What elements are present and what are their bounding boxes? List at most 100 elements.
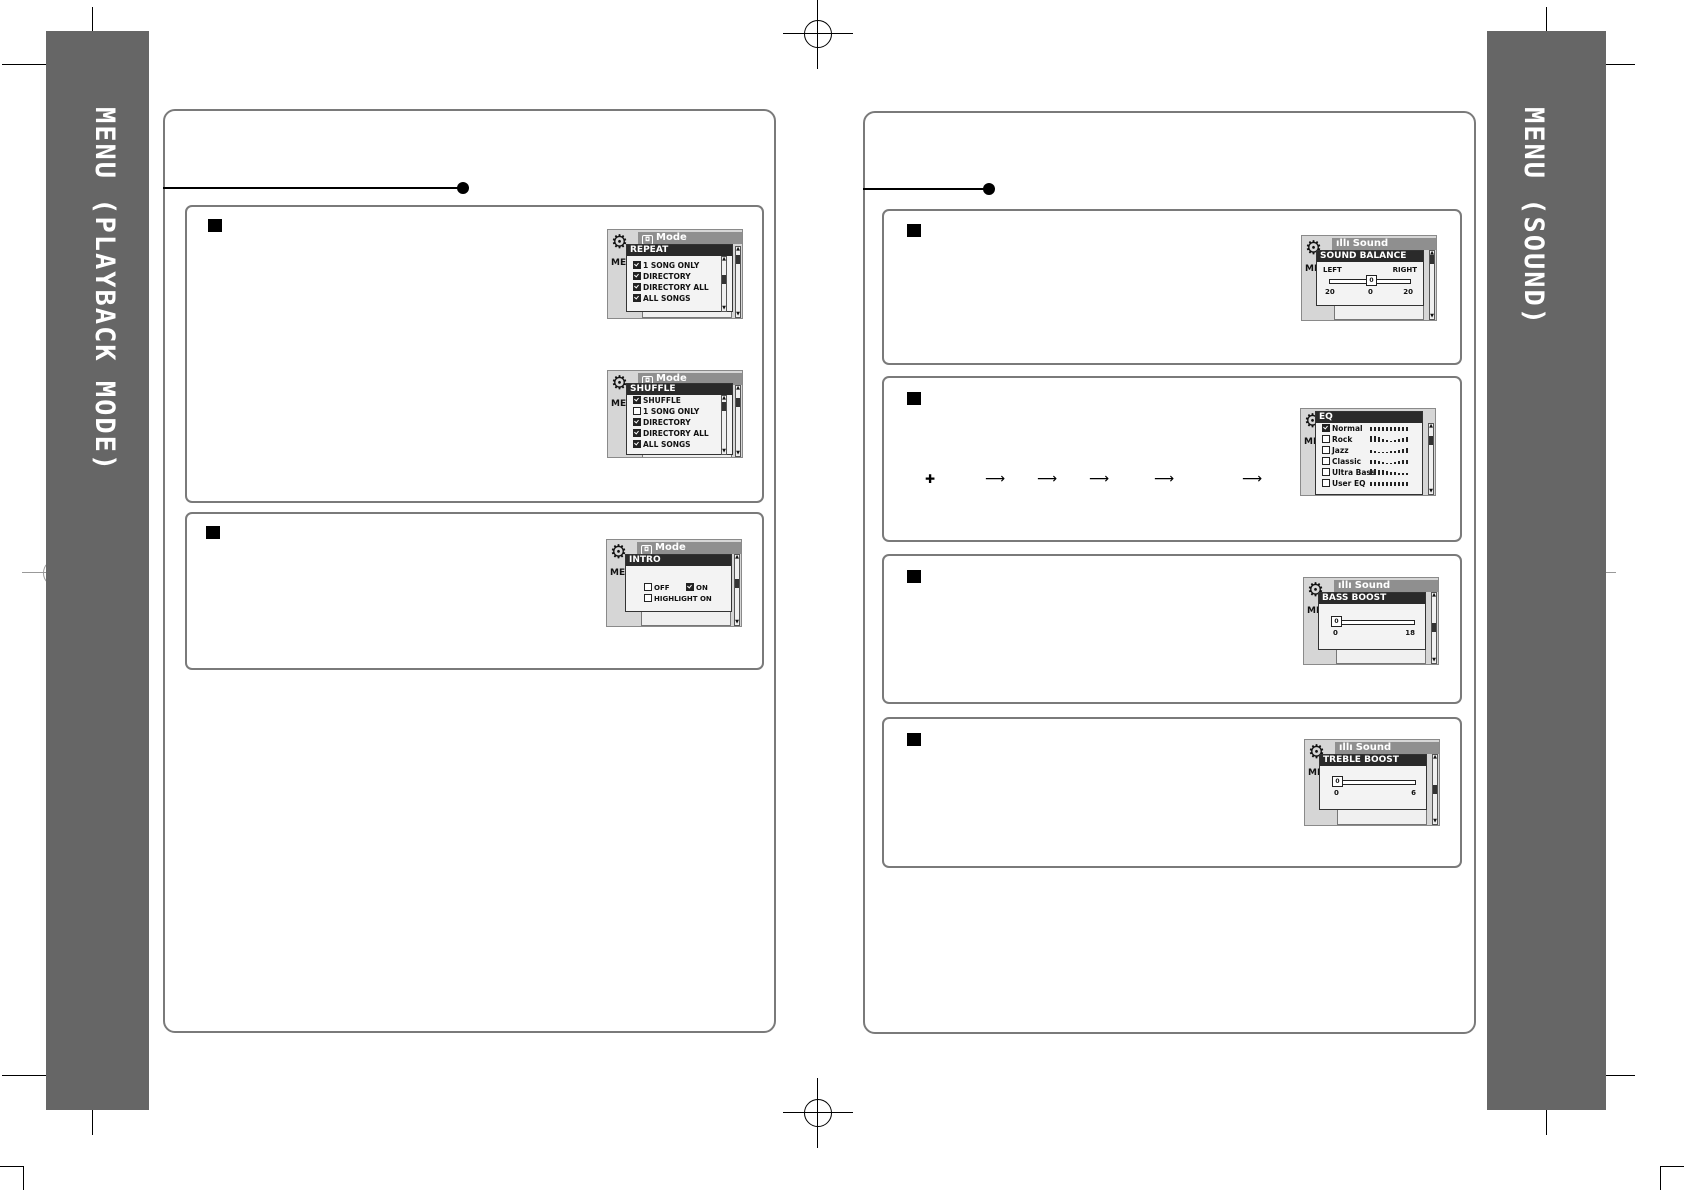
checkbox[interactable] bbox=[686, 583, 694, 591]
treble-slider-track[interactable] bbox=[1332, 780, 1416, 785]
scroll-thumb[interactable] bbox=[736, 398, 740, 407]
sound-balance-popup: SOUND BALANCE LEFT RIGHT 0 20 0 20 bbox=[1316, 250, 1424, 306]
checkbox[interactable] bbox=[1322, 457, 1330, 465]
option-directory[interactable]: DIRECTORY bbox=[627, 271, 732, 282]
checkbox[interactable] bbox=[633, 261, 641, 269]
menu-label: MEI bbox=[611, 258, 630, 268]
scroll-up-arrow-icon[interactable]: ▲ bbox=[1433, 754, 1437, 760]
repeat-popup: REPEAT 1 SONG ONLY DIRECTORY DIRECTORY A… bbox=[626, 244, 733, 312]
option-label: Classic bbox=[1332, 457, 1362, 466]
popup-title: EQ bbox=[1316, 412, 1422, 423]
outer-scrollbar[interactable]: ▲▼ bbox=[1432, 754, 1438, 825]
eq-screen: ⚙ ME EQ Normal Rock Jazz Classic Ultra B… bbox=[1300, 408, 1436, 496]
treble-slider-knob[interactable]: 0 bbox=[1332, 776, 1343, 787]
option-all-songs[interactable]: ALL SONGS bbox=[627, 439, 732, 450]
scroll-up-arrow-icon[interactable]: ▲ bbox=[735, 554, 739, 560]
registration-mark-top bbox=[783, 0, 853, 69]
checkbox[interactable] bbox=[633, 418, 641, 426]
scroll-thumb[interactable] bbox=[722, 275, 726, 284]
sub-card bbox=[1336, 648, 1426, 664]
checkbox[interactable] bbox=[633, 407, 641, 415]
eq-option-classic[interactable]: Classic bbox=[1316, 456, 1422, 467]
scroll-down-arrow-icon[interactable]: ▼ bbox=[1430, 313, 1434, 319]
scroll-down-arrow-icon[interactable]: ▼ bbox=[1432, 657, 1436, 663]
checkbox[interactable] bbox=[1322, 424, 1330, 432]
scroll-down-arrow-icon[interactable]: ▼ bbox=[722, 448, 726, 454]
outer-scrollbar[interactable]: ▲▼ bbox=[734, 554, 740, 626]
crop-mark bbox=[23, 1166, 24, 1190]
checkbox[interactable] bbox=[633, 440, 641, 448]
checkbox[interactable] bbox=[633, 272, 641, 280]
outer-scrollbar[interactable]: ▲▼ bbox=[1431, 592, 1437, 664]
bass-slider-knob[interactable]: 0 bbox=[1331, 616, 1342, 627]
checkbox[interactable] bbox=[644, 583, 652, 591]
checkbox[interactable] bbox=[1322, 479, 1330, 487]
balance-slider-knob[interactable]: 0 bbox=[1366, 275, 1377, 286]
checkbox[interactable] bbox=[644, 594, 652, 602]
option-directory[interactable]: DIRECTORY bbox=[627, 417, 732, 428]
option-1-song-only[interactable]: 1 SONG ONLY bbox=[627, 260, 732, 271]
eq-option-rock[interactable]: Rock bbox=[1316, 434, 1422, 445]
scrollbar[interactable]: ▲▼ bbox=[721, 395, 727, 455]
eq-option-normal[interactable]: Normal bbox=[1316, 423, 1422, 434]
option-off[interactable]: OFF bbox=[644, 583, 670, 592]
checkbox[interactable] bbox=[1322, 435, 1330, 443]
scroll-up-arrow-icon[interactable]: ▲ bbox=[1429, 423, 1433, 429]
scroll-up-arrow-icon[interactable]: ▲ bbox=[722, 395, 726, 401]
eq-curve-icon bbox=[1370, 469, 1408, 475]
scroll-up-arrow-icon[interactable]: ▲ bbox=[736, 246, 740, 252]
outer-scrollbar[interactable]: ▲▼ bbox=[735, 385, 741, 457]
option-shuffle[interactable]: SHUFFLE bbox=[627, 395, 732, 406]
sub-card bbox=[1334, 304, 1424, 320]
scroll-thumb[interactable] bbox=[736, 255, 740, 264]
bass-slider-track[interactable] bbox=[1331, 620, 1415, 625]
scroll-down-arrow-icon[interactable]: ▼ bbox=[736, 450, 740, 456]
outer-scrollbar[interactable]: ▲▼ bbox=[1429, 250, 1435, 320]
scroll-down-arrow-icon[interactable]: ▼ bbox=[1429, 488, 1433, 494]
scroll-down-arrow-icon[interactable]: ▼ bbox=[736, 311, 740, 317]
checkbox[interactable] bbox=[633, 396, 641, 404]
scroll-thumb[interactable] bbox=[735, 579, 739, 588]
option-label: OFF bbox=[654, 584, 670, 592]
eq-curve-icon bbox=[1370, 458, 1408, 464]
outer-scrollbar[interactable]: ▲▼ bbox=[1428, 423, 1434, 495]
scroll-up-arrow-icon[interactable]: ▲ bbox=[736, 385, 740, 391]
checkbox[interactable] bbox=[1322, 446, 1330, 454]
outer-scrollbar[interactable]: ▲▼ bbox=[735, 246, 741, 318]
scroll-thumb[interactable] bbox=[722, 402, 726, 411]
checkbox[interactable] bbox=[1322, 468, 1330, 476]
scroll-down-arrow-icon[interactable]: ▼ bbox=[722, 305, 726, 311]
left-heading-rule bbox=[163, 187, 461, 189]
option-1-song-only[interactable]: 1 SONG ONLY bbox=[627, 406, 732, 417]
checkbox[interactable] bbox=[633, 429, 641, 437]
option-all-songs[interactable]: ALL SONGS bbox=[627, 293, 732, 304]
checkbox[interactable] bbox=[633, 283, 641, 291]
arrow-right-icon: ⟶ bbox=[985, 471, 1006, 487]
scroll-up-arrow-icon[interactable]: ▲ bbox=[722, 256, 726, 262]
scroll-up-arrow-icon[interactable]: ▲ bbox=[1430, 250, 1434, 256]
scrollbar[interactable]: ▲▼ bbox=[721, 256, 727, 312]
scroll-thumb[interactable] bbox=[1432, 623, 1436, 632]
scroll-thumb[interactable] bbox=[1430, 255, 1434, 264]
checkbox[interactable] bbox=[633, 294, 641, 302]
option-highlight-on[interactable]: HIGHLIGHT ON bbox=[644, 594, 712, 603]
option-directory-all[interactable]: DIRECTORY ALL bbox=[627, 428, 732, 439]
scroll-thumb[interactable] bbox=[1429, 436, 1433, 445]
crop-mark bbox=[0, 1166, 24, 1167]
option-directory-all[interactable]: DIRECTORY ALL bbox=[627, 282, 732, 293]
scroll-up-arrow-icon[interactable]: ▲ bbox=[1432, 592, 1436, 598]
option-label: 1 SONG ONLY bbox=[643, 261, 700, 270]
bass-boost-popup: BASS BOOST 0 0 18 bbox=[1318, 592, 1426, 650]
scroll-down-arrow-icon[interactable]: ▼ bbox=[735, 619, 739, 625]
scroll-down-arrow-icon[interactable]: ▼ bbox=[1433, 818, 1437, 824]
scroll-thumb[interactable] bbox=[1433, 785, 1437, 794]
right-label: RIGHT bbox=[1392, 266, 1417, 274]
eq-option-user-eq[interactable]: User EQ bbox=[1316, 478, 1422, 489]
option-label: Rock bbox=[1332, 435, 1353, 444]
eq-option-jazz[interactable]: Jazz bbox=[1316, 445, 1422, 456]
option-on[interactable]: ON bbox=[686, 583, 708, 592]
crop-mark bbox=[1660, 1166, 1661, 1190]
eq-option-ultra-bass[interactable]: Ultra Bass bbox=[1316, 467, 1422, 478]
